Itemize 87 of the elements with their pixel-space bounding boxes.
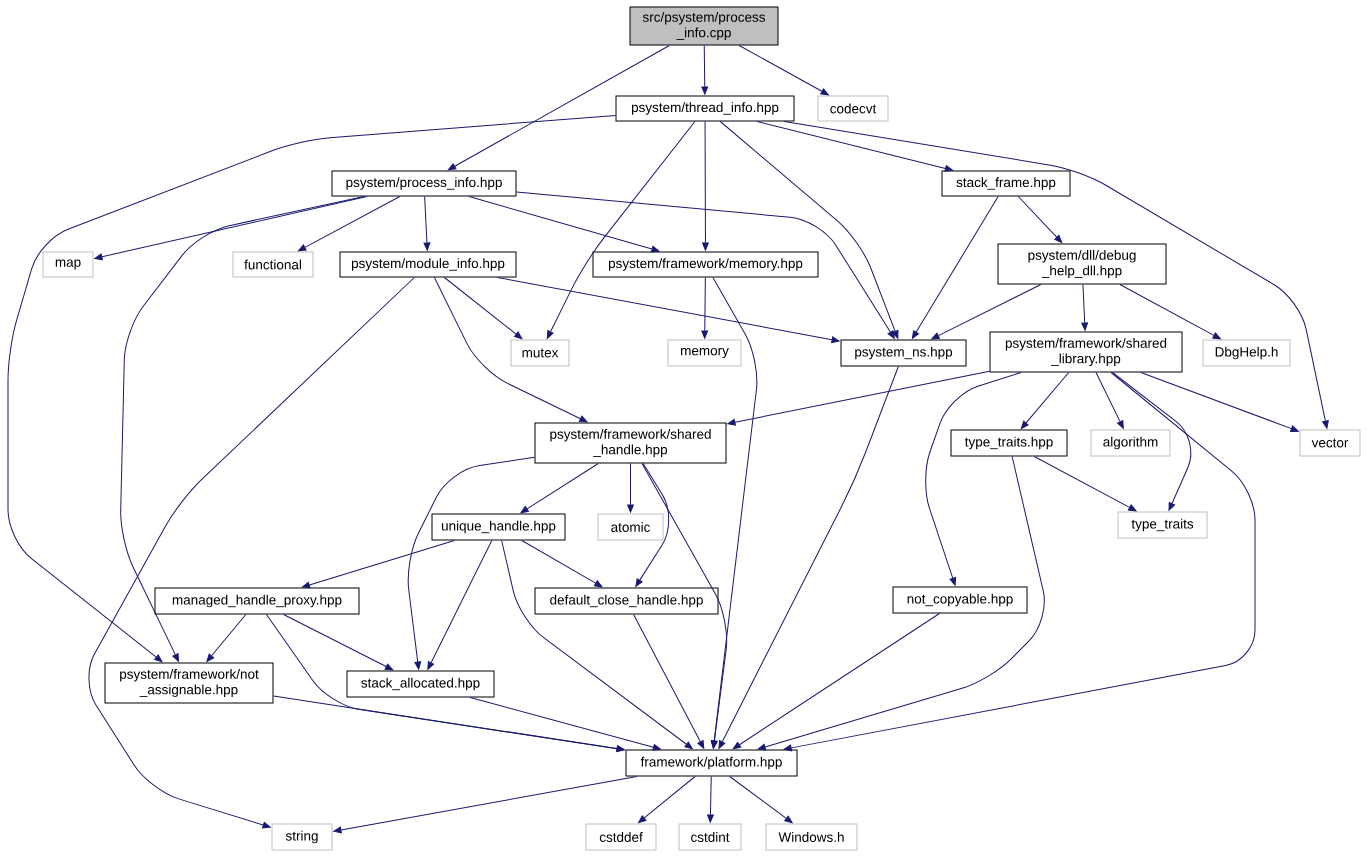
- arrow: [423, 196, 431, 251]
- file-box: psystem/framework/not_assignable.hpp: [104, 662, 274, 704]
- arrow: [297, 196, 401, 252]
- arrow: [1140, 372, 1299, 432]
- arrow: [447, 45, 670, 171]
- file-box: not_copyable.hpp: [892, 586, 1028, 614]
- arrow: [702, 121, 709, 251]
- arrow: [757, 456, 1045, 751]
- file-box: managed_handle_proxy.hpp: [154, 587, 360, 615]
- header-box: vector: [1299, 429, 1361, 457]
- arrow: [638, 776, 696, 824]
- arrow: [516, 191, 895, 339]
- arrow: [94, 196, 368, 261]
- file-box: framework/platform.hpp: [625, 749, 798, 777]
- arrow: [407, 456, 535, 670]
- file-box: unique_handle.hpp: [431, 513, 566, 541]
- arrow: [641, 463, 728, 749]
- arrow: [1033, 456, 1137, 512]
- file-box: default_close_handle.hpp: [534, 587, 719, 615]
- arrow: [633, 614, 705, 749]
- arrow: [701, 45, 709, 95]
- arrow: [120, 196, 365, 662]
- file-box: psystem/module_info.hpp: [339, 251, 517, 278]
- arrow: [501, 540, 693, 750]
- arrow: [273, 695, 625, 752]
- file-box: psystem/framework/shared_library.hpp: [989, 331, 1183, 373]
- arrow: [1119, 284, 1221, 340]
- arrow: [283, 614, 394, 671]
- header-box: Windows.h: [765, 823, 858, 851]
- file-box: psystem/framework/shared_handle.hpp: [534, 422, 727, 464]
- arrow: [468, 196, 660, 253]
- arrow: [635, 463, 670, 587]
- arrow: [727, 370, 990, 426]
- arrow: [497, 277, 840, 344]
- arrow: [729, 776, 793, 824]
- arrow: [627, 463, 634, 513]
- header-box: codecvt: [817, 95, 889, 122]
- header-box: cstdint: [678, 823, 742, 851]
- file-box: psystem/thread_info.hpp: [615, 95, 795, 122]
- arrow: [738, 45, 829, 96]
- arrow: [1112, 372, 1192, 511]
- header-box: functional: [232, 251, 314, 278]
- arrow: [520, 463, 599, 514]
- arrow: [756, 121, 954, 172]
- arrow: [911, 196, 999, 339]
- file-box: type_traits.hpp: [950, 429, 1068, 457]
- arrow: [707, 776, 714, 823]
- arrow: [427, 540, 493, 670]
- arrow: [443, 277, 523, 340]
- header-box: string: [271, 823, 333, 851]
- file-box: stack_frame.hpp: [941, 170, 1071, 197]
- file-box: psystem/dll/debug_help_dll.hpp: [997, 243, 1167, 285]
- arrow: [701, 277, 709, 339]
- file-box: psystem/process_info.hpp: [331, 170, 517, 197]
- arrow: [433, 277, 588, 423]
- arrow: [521, 540, 603, 588]
- arrow: [88, 277, 415, 829]
- arrow: [469, 697, 661, 751]
- file-box: psystem/framework/memory.hpp: [592, 251, 819, 278]
- arrow: [783, 121, 1329, 429]
- arrow: [710, 277, 758, 749]
- header-box: atomic: [597, 513, 664, 541]
- header-box: algorithm: [1090, 429, 1171, 457]
- arrow: [931, 284, 1042, 340]
- arrow: [1095, 372, 1124, 429]
- header-box: map: [42, 251, 94, 278]
- arrow: [1017, 196, 1063, 243]
- header-box: memory: [667, 339, 742, 367]
- arrow: [7, 114, 616, 663]
- header-box: type_traits: [1117, 511, 1208, 539]
- arrow: [925, 372, 1022, 586]
- arrow: [719, 121, 899, 339]
- arrow: [1081, 284, 1089, 331]
- arrow: [783, 372, 1256, 752]
- arrow: [1020, 372, 1070, 429]
- source-file-box: src/psystem/process_info.cpp: [629, 6, 779, 46]
- arrow: [206, 614, 247, 662]
- arrow: [732, 613, 940, 750]
- header-box: DbgHelp.h: [1202, 339, 1291, 367]
- arrow: [718, 366, 899, 749]
- header-box: mutex: [510, 339, 570, 367]
- arrow: [301, 540, 455, 589]
- file-box: stack_allocated.hpp: [346, 670, 495, 698]
- arrow: [333, 776, 638, 834]
- arrow: [546, 121, 696, 339]
- header-box: cstddef: [585, 823, 657, 851]
- file-box: psystem_ns.hpp: [840, 339, 967, 367]
